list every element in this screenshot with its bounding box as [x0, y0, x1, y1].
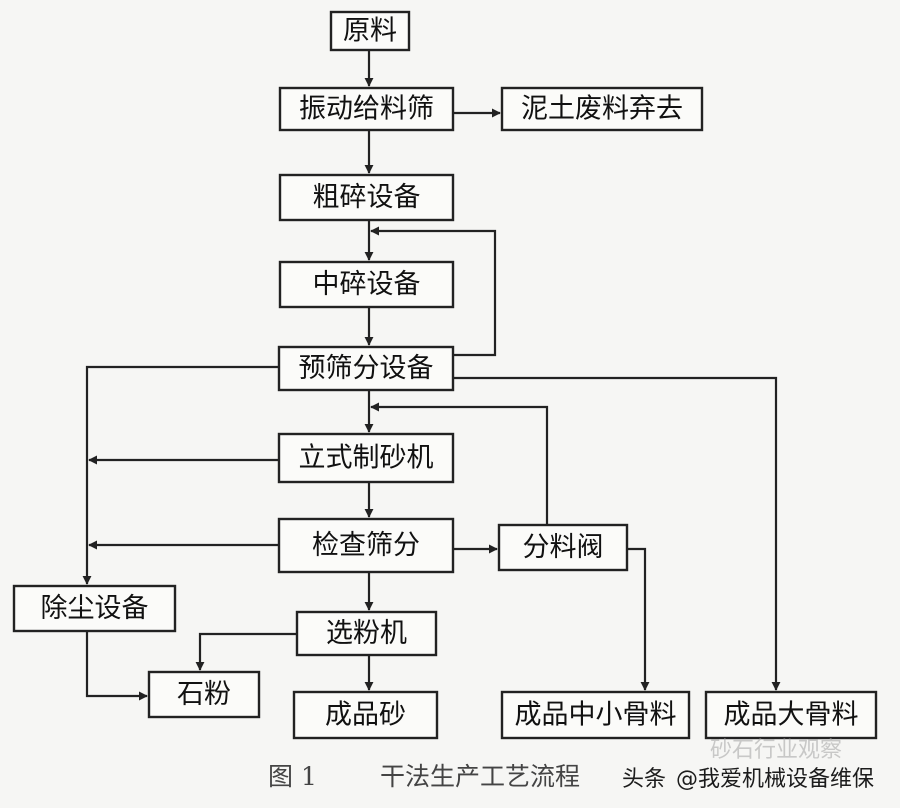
node-coarse: 粗碎设备	[278, 173, 455, 222]
watermark-source: 头条	[622, 767, 666, 792]
watermark-faded-text: 砂石行业观察	[710, 738, 842, 763]
connectors	[82, 50, 781, 701]
figure-number: 图 1	[268, 762, 317, 791]
node-vib: 振动给料筛	[278, 86, 455, 132]
node-coarse-label: 粗碎设备	[313, 182, 421, 213]
watermark: 砂石行业观察 头条 @我爱机械设备维保	[622, 738, 874, 792]
node-presc-label: 预筛分设备	[299, 353, 434, 384]
node-medium: 中碎设备	[278, 260, 455, 309]
node-midagg-label: 成品中小骨料	[515, 700, 677, 731]
node-vsi-label: 立式制砂机	[299, 443, 434, 474]
node-dust-label: 除尘设备	[41, 593, 149, 624]
arrow-valve-to-midagg	[627, 547, 650, 691]
node-check-label: 检查筛分	[312, 530, 420, 561]
node-waste: 泥土废料弃去	[500, 86, 704, 132]
arrow-valve-return-loop	[370, 402, 549, 525]
node-valve-label: 分料阀	[523, 532, 604, 563]
node-sep-label: 选粉机	[326, 618, 407, 649]
figure-title: 干法生产工艺流程	[380, 762, 580, 791]
arrow-presc-to-dust	[82, 365, 279, 585]
node-midagg: 成品中小骨料	[500, 690, 691, 740]
arrow-presc-to-bigagg	[453, 376, 781, 691]
node-sand-label: 成品砂	[325, 700, 406, 731]
arrow-sep-to-powder	[195, 632, 297, 671]
node-powder: 石粉	[147, 670, 261, 719]
node-valve: 分料阀	[497, 523, 629, 572]
arrow-dust-to-powder	[85, 631, 148, 701]
watermark-handle: @我爱机械设备维保	[676, 767, 874, 792]
node-bigagg: 成品大骨料	[704, 690, 878, 740]
node-powder-label: 石粉	[177, 679, 231, 710]
node-bigagg-label: 成品大骨料	[724, 700, 859, 731]
node-raw: 原料	[329, 10, 411, 52]
node-sand: 成品砂	[292, 690, 439, 740]
node-medium-label: 中碎设备	[313, 269, 421, 300]
node-dust: 除尘设备	[12, 584, 177, 633]
node-raw-label: 原料	[343, 16, 397, 47]
node-check: 检查筛分	[277, 517, 455, 574]
node-vsi: 立式制砂机	[277, 432, 455, 484]
node-presc: 预筛分设备	[277, 345, 455, 392]
arrow-presc-return-loop	[370, 226, 497, 357]
node-sep: 选粉机	[295, 610, 438, 657]
node-vib-label: 振动给料筛	[299, 94, 434, 125]
node-waste-label: 泥土废料弃去	[521, 94, 683, 125]
